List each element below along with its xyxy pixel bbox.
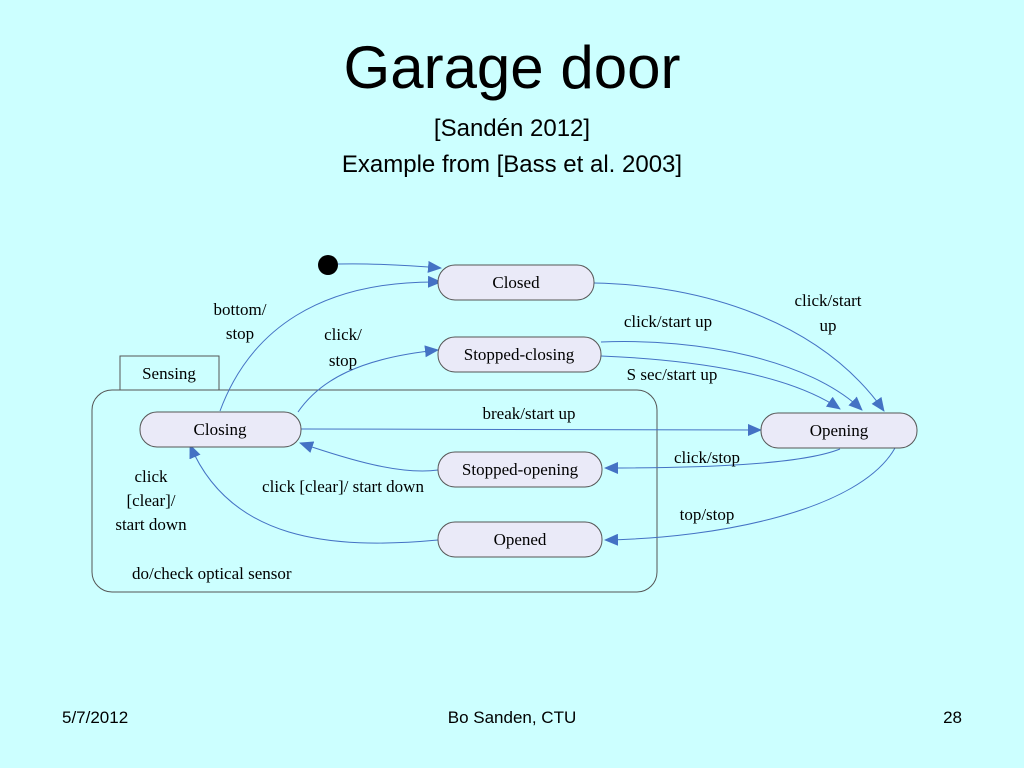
edge-closing-opening-break xyxy=(300,423,762,436)
label-click-clear-start-down: click [clear]/ start down xyxy=(262,477,424,496)
label-click-stop-line1: click/ xyxy=(324,325,362,344)
label-bottom-stop-line1: bottom/ xyxy=(214,300,267,319)
edge-stopped-opening-closing xyxy=(299,441,439,472)
edge-closed-opening xyxy=(593,282,885,412)
edge-closing-closed xyxy=(219,275,442,412)
footer-author: Bo Sanden, CTU xyxy=(447,708,577,727)
sensing-label: Sensing xyxy=(142,364,196,383)
state-closed: Closed xyxy=(437,264,595,301)
sensing-activity-label: do/check optical sensor xyxy=(132,564,292,583)
footer-page-number: 28 xyxy=(943,708,962,727)
label-click-start-up-closed-line1: click/start xyxy=(794,291,861,310)
label-top-stop: top/stop xyxy=(680,505,735,524)
edge-closing-stopped-closing xyxy=(297,345,439,413)
label-click-clear-line3: start down xyxy=(115,515,187,534)
state-stopped-opening-label: Stopped-opening xyxy=(462,460,579,479)
label-click-start-up-closed-line2: up xyxy=(820,316,837,335)
state-closed-label: Closed xyxy=(492,273,540,292)
state-opening: Opening xyxy=(760,412,918,449)
state-opening-label: Opening xyxy=(810,421,869,440)
label-click-clear-line2: [clear]/ xyxy=(126,491,175,510)
state-opened: Opened xyxy=(437,521,603,558)
edge-opened-closing xyxy=(189,444,439,544)
label-bottom-stop-line2: stop xyxy=(226,324,254,343)
state-closing: Closing xyxy=(139,411,302,448)
label-click-start-up: click/start up xyxy=(624,312,712,331)
edge-stopped-closing-opening-timeout xyxy=(600,355,841,410)
sensing-superstate xyxy=(91,389,658,593)
label-s-sec-start-up: S sec/start up xyxy=(627,365,718,384)
state-closing-label: Closing xyxy=(194,420,247,439)
edge-initial-closed xyxy=(337,260,442,273)
state-stopped-opening: Stopped-opening xyxy=(437,451,603,488)
footer-date: 5/7/2012 xyxy=(62,708,129,727)
label-break-start-up: break/start up xyxy=(483,404,576,423)
edge-opening-opened xyxy=(604,447,896,546)
label-click-clear-line1: click xyxy=(134,467,168,486)
slide-title: Garage door xyxy=(343,34,681,101)
label-click-stop-line2: stop xyxy=(329,351,357,370)
state-opened-label: Opened xyxy=(494,530,547,549)
state-stopped-closing-label: Stopped-closing xyxy=(464,345,575,364)
initial-state-dot xyxy=(318,255,338,275)
edge-opening-stopped-opening xyxy=(604,448,841,474)
state-stopped-closing: Stopped-closing xyxy=(437,336,602,373)
edge-stopped-closing-opening-click xyxy=(600,341,863,411)
slide-subtitle-example: Example from [Bass et al. 2003] xyxy=(341,151,683,178)
slide-subtitle-citation: [Sandén 2012] xyxy=(433,115,591,142)
sensing-tab xyxy=(119,355,220,391)
label-click-stop-opening: click/stop xyxy=(674,448,740,467)
